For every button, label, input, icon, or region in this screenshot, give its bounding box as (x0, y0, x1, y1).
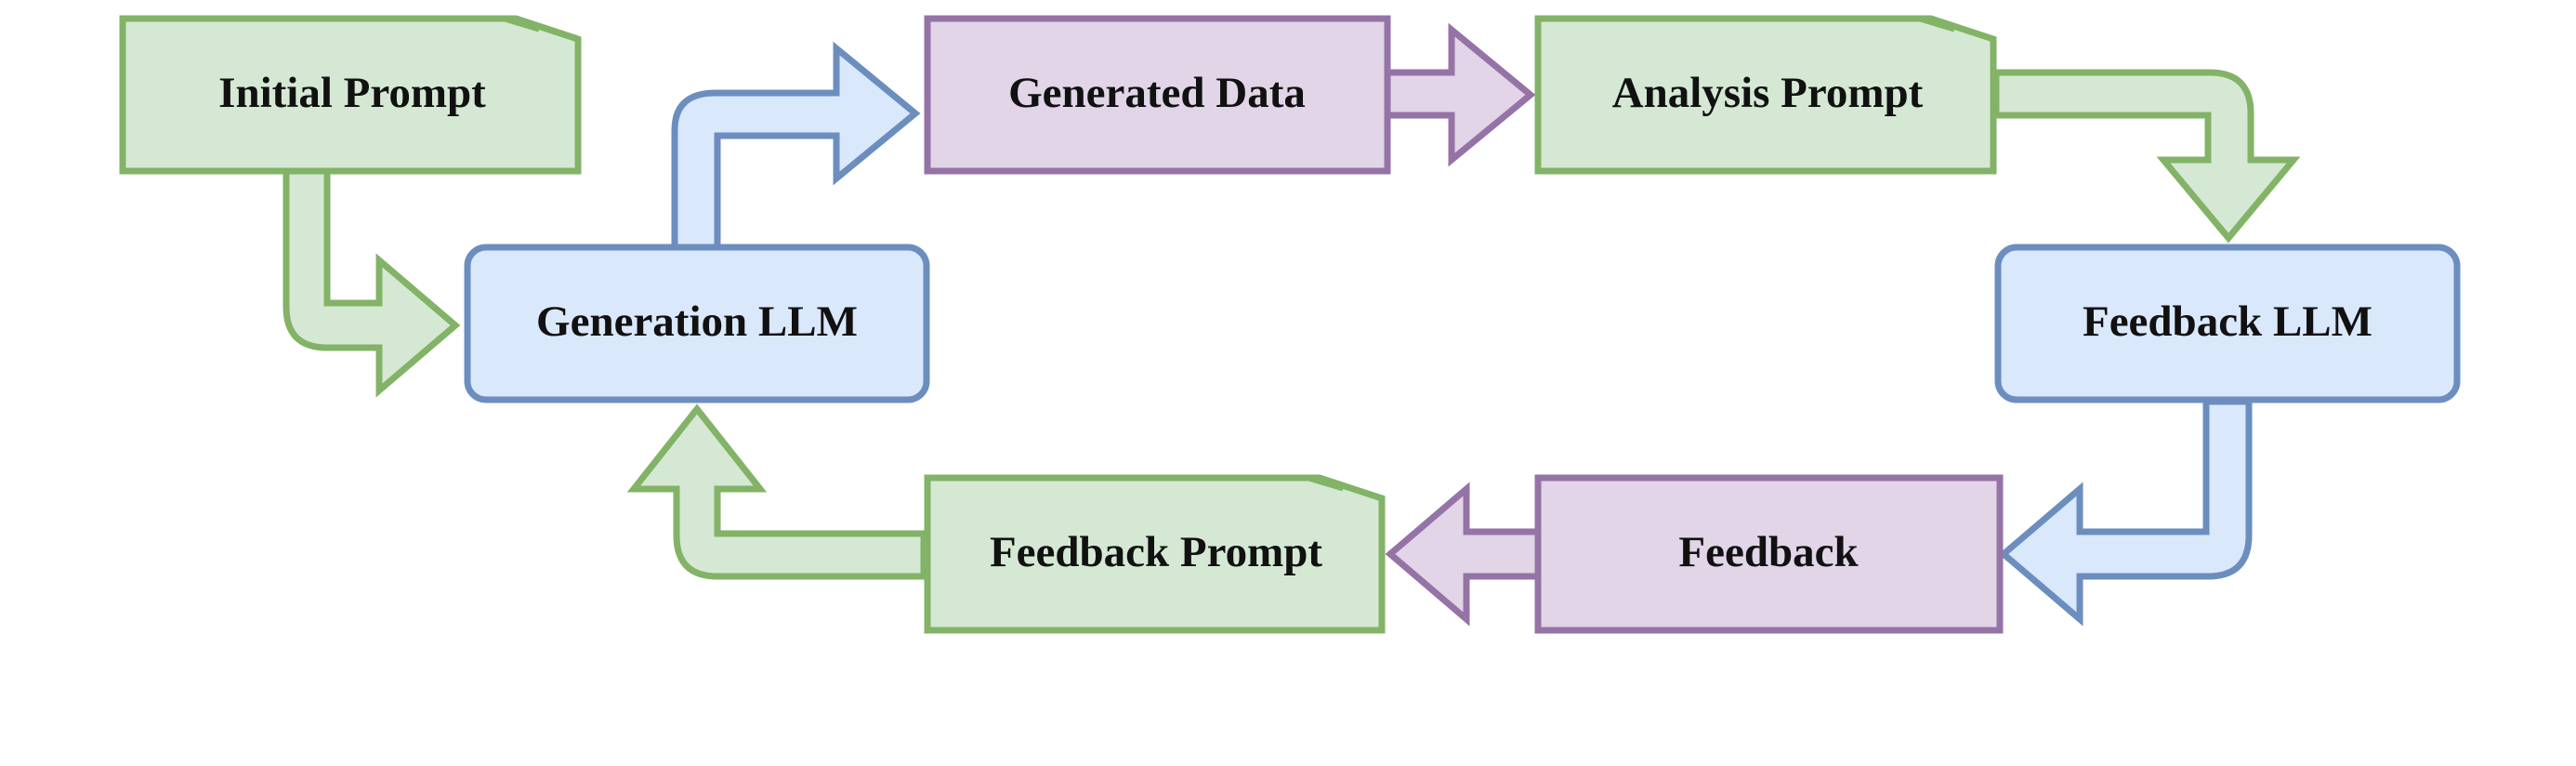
arrow-feedback-llm-to-feedback (1998, 398, 2253, 627)
node-feedback: Feedback (1534, 474, 2004, 634)
node-generation-llm: Generation LLM (464, 244, 930, 403)
feedback-label: Feedback (1678, 528, 1859, 576)
initial-prompt-label: Initial Prompt (218, 69, 486, 117)
analysis-prompt-label: Analysis Prompt (1612, 69, 1924, 117)
arrow-analysis-to-feedback-llm (1992, 69, 2301, 244)
arrow-data-to-analysis (1384, 22, 1536, 167)
arrow-feedback-to-prompt (1385, 482, 1542, 627)
node-analysis-prompt: Analysis Prompt (1534, 15, 1997, 175)
generated-data-label: Generated Data (1008, 69, 1306, 117)
feedback-prompt-label: Feedback Prompt (990, 528, 1322, 576)
arrow-initial-to-generation (283, 167, 461, 398)
node-generated-data: Generated Data (924, 15, 1391, 175)
node-initial-prompt: Initial Prompt (119, 15, 582, 175)
arrow-prompt-to-generation (626, 403, 927, 580)
generation-llm-label: Generation LLM (536, 297, 858, 346)
arrow-generation-to-data (671, 41, 921, 251)
node-feedback-prompt: Feedback Prompt (924, 474, 1386, 634)
feedback-llm-label: Feedback LLM (2083, 297, 2372, 346)
node-feedback-llm: Feedback LLM (1994, 244, 2461, 403)
